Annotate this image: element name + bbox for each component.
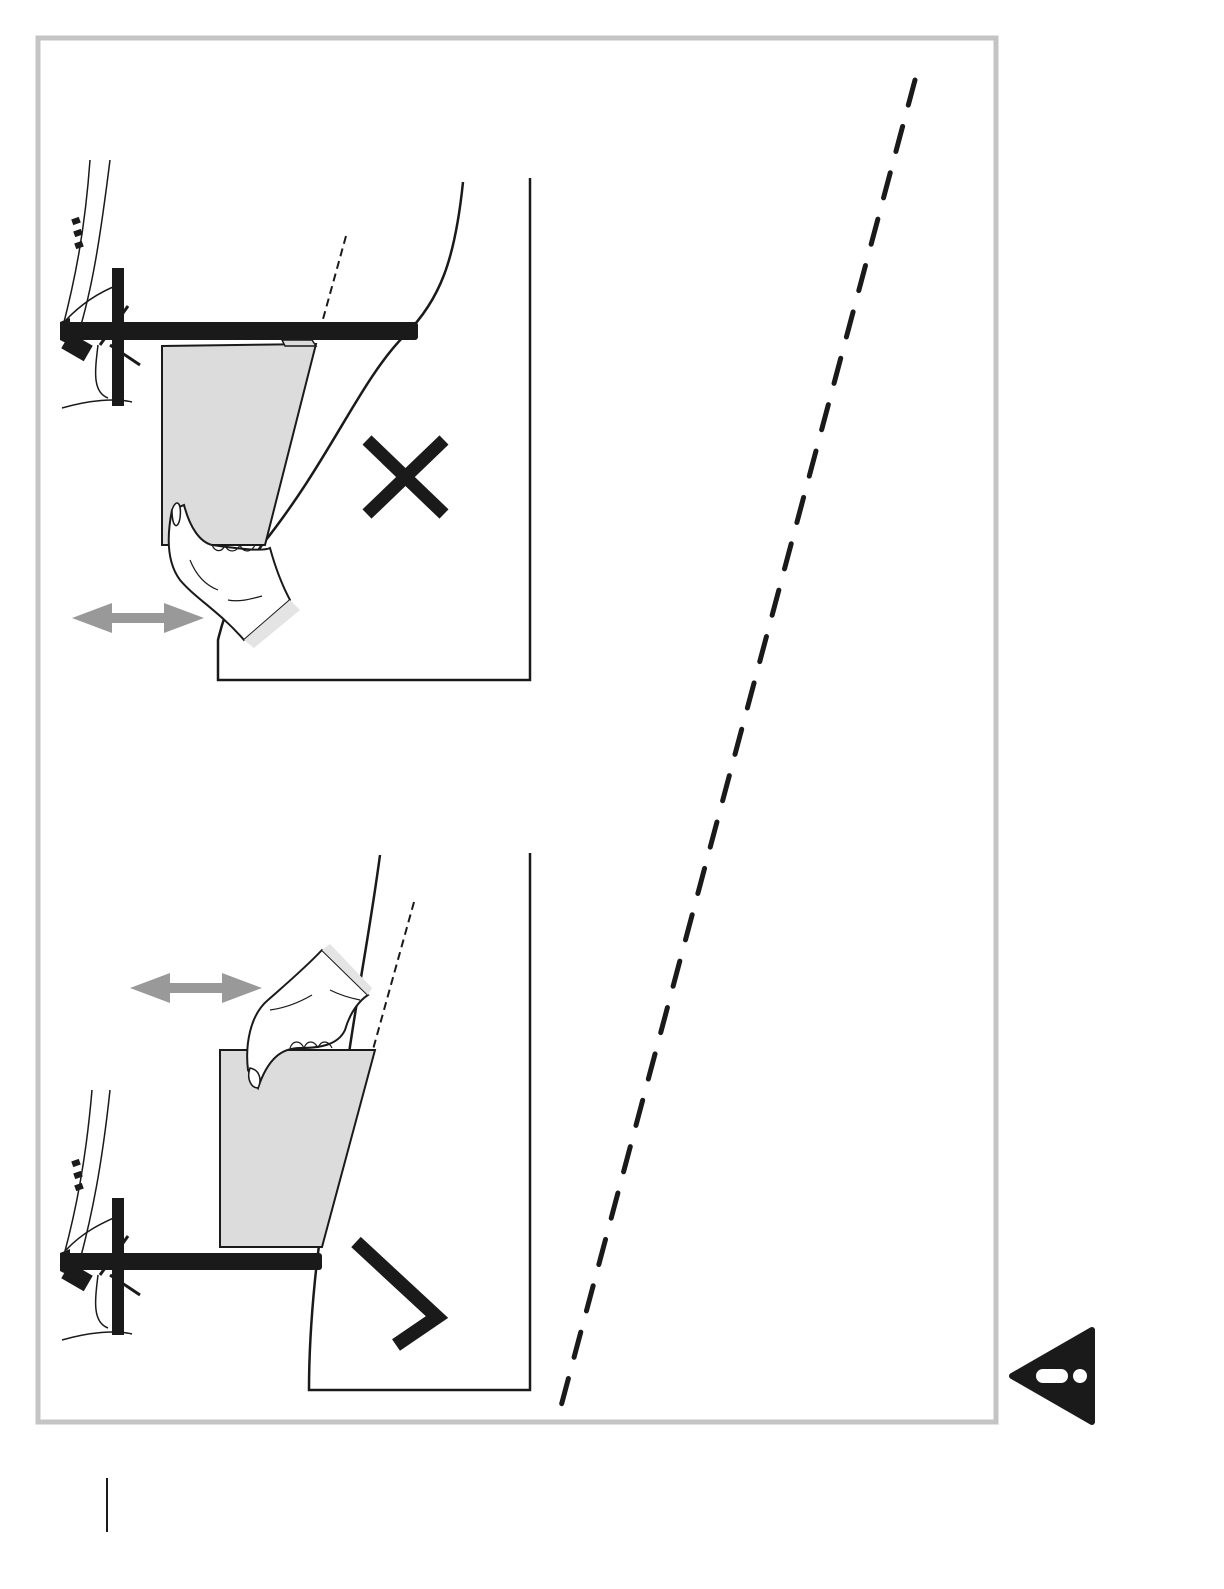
- cable-ties-top: [71, 217, 84, 249]
- warning-triangle-icon: [1012, 1330, 1092, 1422]
- paper-sheet-icon-bottom: [220, 1050, 375, 1247]
- cross-icon: [367, 440, 444, 514]
- cable-ties-bottom: [71, 1159, 84, 1191]
- panel-incorrect: [60, 160, 530, 680]
- illustration-frame: [38, 38, 996, 1422]
- check-icon: [356, 1242, 437, 1345]
- double-arrow-icon-bottom: [130, 973, 262, 1003]
- panel-correct: [60, 853, 530, 1390]
- double-arrow-icon: [72, 603, 204, 633]
- guide-dashed-line-top: [320, 236, 346, 330]
- diagonal-dashed-divider: [560, 80, 915, 1410]
- paper-fold: [282, 340, 316, 346]
